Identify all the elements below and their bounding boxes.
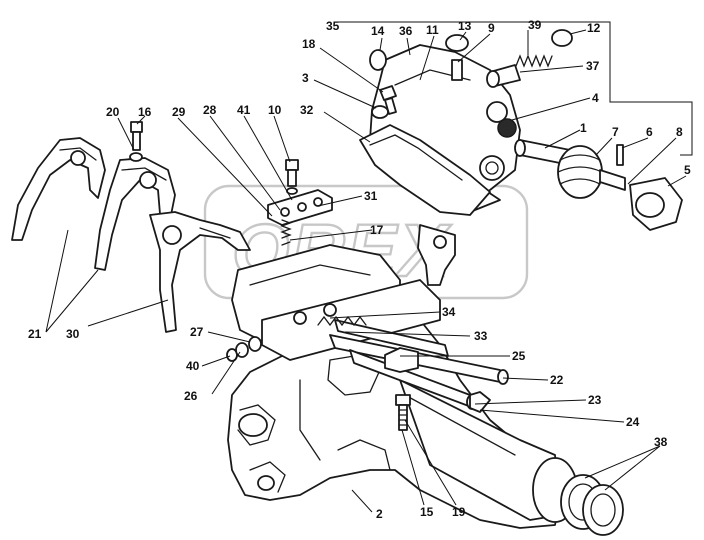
- callout-3: 3: [302, 71, 309, 85]
- callout-19: 19: [452, 505, 466, 519]
- callout-41: 41: [237, 103, 251, 117]
- pin-6: [616, 144, 624, 166]
- callout-5: 5: [684, 163, 691, 177]
- shaft-end: [599, 169, 626, 191]
- callout-4: 4: [592, 91, 599, 105]
- coupler-5: [629, 177, 683, 231]
- callout-27: 27: [190, 325, 204, 339]
- boot-7: [557, 145, 603, 199]
- detent-spring-34: [317, 315, 367, 327]
- callout-38: 38: [654, 435, 668, 449]
- callout-16: 16: [138, 105, 152, 119]
- callout-12: 12: [587, 21, 601, 35]
- callout-39: 39: [528, 18, 542, 32]
- callout-32: 32: [300, 103, 314, 117]
- bolt-15-19: [395, 394, 411, 431]
- callout-22: 22: [550, 373, 564, 387]
- callout-30: 30: [66, 327, 80, 341]
- ring-14: [369, 49, 387, 71]
- selector-shaft-1: [514, 139, 571, 166]
- plunger-37: [486, 64, 521, 88]
- callout-25: 25: [512, 349, 526, 363]
- shift-rails: [329, 319, 509, 413]
- bracket-35: [338, 21, 693, 156]
- callout-23: 23: [588, 393, 602, 407]
- callout-6: 6: [646, 125, 653, 139]
- callout-37: 37: [586, 59, 600, 73]
- shift-fork-21b: [94, 157, 176, 271]
- cap-13: [445, 34, 469, 52]
- callout-8: 8: [676, 125, 683, 139]
- callout-36: 36: [399, 24, 413, 38]
- callout-17: 17: [370, 223, 384, 237]
- bolt-9: [451, 59, 463, 81]
- callout-31: 31: [364, 189, 378, 203]
- shift-fork-30: [149, 211, 251, 333]
- callout-labels: 35 14 36 11 13 9 39 12 18 37 3 4 32 1 7 …: [28, 18, 691, 521]
- bolt-10: [285, 159, 299, 195]
- plug-parts: [226, 336, 262, 362]
- callout-15: 15: [420, 505, 434, 519]
- callout-13: 13: [458, 19, 472, 33]
- callout-24: 24: [626, 415, 640, 429]
- callout-34: 34: [442, 305, 456, 319]
- nut-3: [371, 105, 389, 119]
- callout-35: 35: [326, 19, 340, 33]
- callout-29: 29: [172, 105, 186, 119]
- callout-7: 7: [612, 125, 619, 139]
- shift-finger: [417, 224, 456, 286]
- callout-1: 1: [580, 121, 587, 135]
- callout-9: 9: [488, 21, 495, 35]
- spring-39: [515, 54, 553, 68]
- leader-lines: [45, 29, 687, 513]
- callout-14: 14: [371, 24, 385, 38]
- bolt-16: [129, 121, 143, 162]
- callout-26: 26: [184, 389, 198, 403]
- spring-17: [280, 219, 292, 246]
- callout-40: 40: [186, 359, 200, 373]
- callout-33: 33: [474, 329, 488, 343]
- callout-21: 21: [28, 327, 42, 341]
- callout-20: 20: [106, 105, 120, 119]
- callout-2: 2: [376, 507, 383, 521]
- seal-rings-38: [560, 474, 624, 536]
- shift-fork-21a: [11, 137, 106, 241]
- ring-12: [551, 29, 573, 47]
- callout-18: 18: [302, 37, 316, 51]
- callout-28: 28: [203, 103, 217, 117]
- cover-plate-28: [267, 189, 333, 226]
- gasket-32: [359, 124, 491, 216]
- callout-10: 10: [268, 103, 282, 117]
- callout-11: 11: [426, 23, 439, 37]
